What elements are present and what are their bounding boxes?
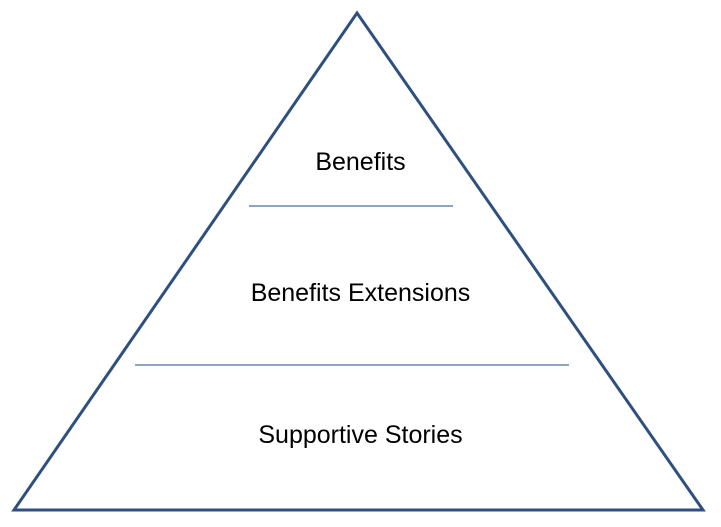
tier-label-benefits-extensions: Benefits Extensions [250, 279, 471, 307]
pyramid-outline [11, 10, 706, 512]
tier-label-benefits: Benefits [315, 148, 406, 176]
tier-label-supportive-stories: Supportive Stories [258, 421, 463, 449]
